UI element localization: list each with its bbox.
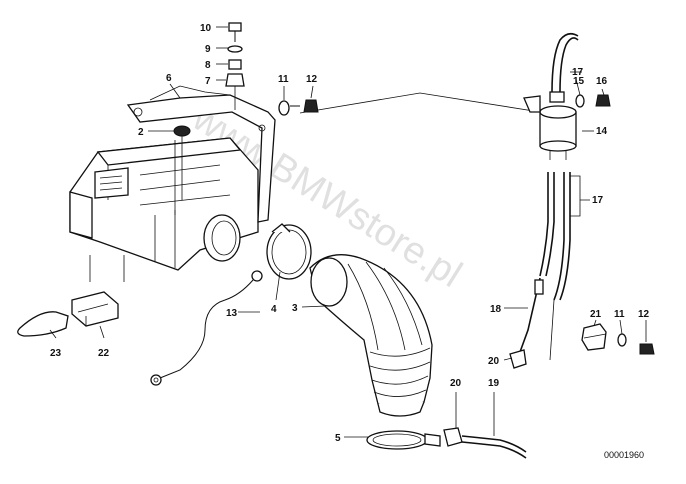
lower-clamp bbox=[366, 430, 441, 450]
vacuum-unit bbox=[523, 32, 579, 160]
callout-23: 23 bbox=[50, 348, 62, 359]
callout-7: 7 bbox=[205, 76, 211, 87]
callout-4: 4 bbox=[271, 304, 277, 315]
screw-stack bbox=[225, 22, 245, 110]
plug-connector bbox=[17, 255, 125, 337]
callout-12-top: 12 bbox=[306, 74, 318, 85]
routing-line bbox=[299, 92, 541, 114]
hose-clamp bbox=[266, 223, 312, 280]
callout-14: 14 bbox=[596, 126, 608, 137]
callout-17-top: 17 bbox=[572, 67, 584, 78]
ground-wire bbox=[150, 270, 263, 386]
intake-boot bbox=[309, 254, 433, 417]
vacuum-hoses bbox=[539, 172, 571, 361]
callout-8: 8 bbox=[205, 60, 211, 71]
diagram-code: 00001960 bbox=[604, 450, 644, 460]
callout-3: 3 bbox=[292, 303, 298, 314]
meter-outlet bbox=[203, 214, 241, 262]
callout-13: 13 bbox=[226, 308, 238, 319]
nut-hose-bottom bbox=[443, 427, 527, 459]
callout-19: 19 bbox=[488, 378, 500, 389]
leader-lines bbox=[49, 26, 647, 438]
callout-11-right: 11 bbox=[614, 309, 625, 320]
callout-11-top: 11 bbox=[278, 74, 289, 85]
washer-bolt-right bbox=[575, 94, 611, 108]
callout-18: 18 bbox=[490, 304, 502, 315]
callout-16: 16 bbox=[596, 76, 608, 87]
callout-22: 22 bbox=[98, 348, 110, 359]
washer-bolt-top bbox=[278, 99, 319, 116]
callout-labels: 10 9 8 7 6 11 12 2 13 4 3 5 23 22 17 15 … bbox=[50, 23, 650, 444]
callout-15: 15 bbox=[573, 76, 585, 87]
callout-2: 2 bbox=[138, 127, 144, 138]
callout-12-right: 12 bbox=[638, 309, 650, 320]
bracket-right bbox=[581, 323, 655, 355]
bracket bbox=[126, 85, 276, 223]
callout-5: 5 bbox=[335, 433, 341, 444]
callout-10: 10 bbox=[200, 23, 212, 34]
callout-17-mid: 17 bbox=[592, 195, 604, 206]
callout-20-bottom: 20 bbox=[450, 378, 462, 389]
link-rod bbox=[509, 277, 544, 369]
callout-20-mid: 20 bbox=[488, 356, 500, 367]
callout-6: 6 bbox=[166, 73, 172, 84]
callout-21: 21 bbox=[590, 309, 602, 320]
callout-9: 9 bbox=[205, 44, 211, 55]
